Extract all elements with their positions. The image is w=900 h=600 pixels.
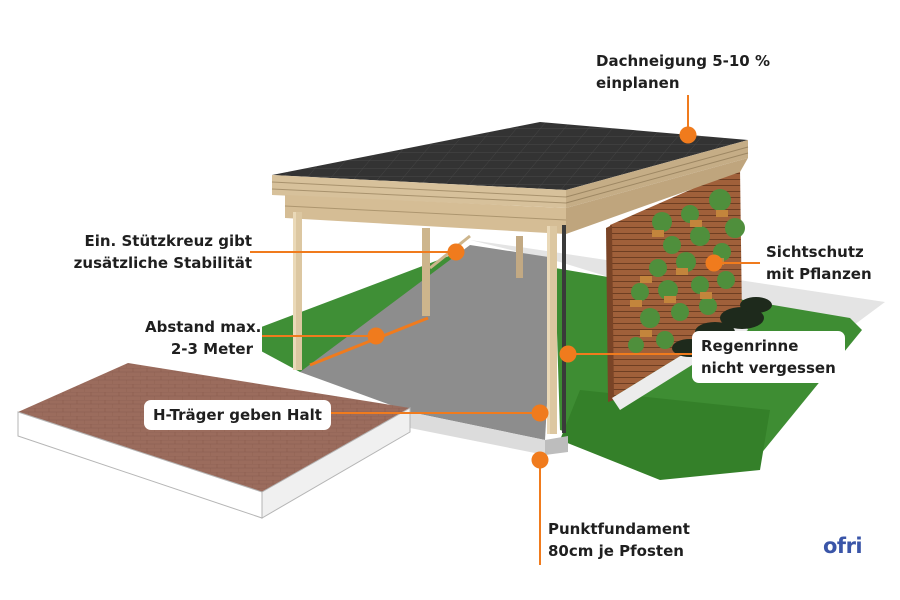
callout-roof-slope-line1: Dachneigung 5-10 %	[596, 52, 770, 70]
callout-spacing: Abstand max. 2-3 Meter	[136, 312, 262, 364]
callout-privacy-screen-line2: mit Pflanzen	[766, 265, 872, 283]
callout-spacing-line2: 2-3 Meter	[170, 340, 253, 358]
callout-roof-slope: Dachneigung 5-10 % einplanen	[596, 50, 770, 94]
callout-spacing-line1: Abstand max.	[145, 318, 262, 336]
concrete-slab	[300, 245, 568, 455]
callout-h-beam-line1: H-Träger geben Halt	[153, 406, 322, 424]
callout-cross-brace-line2: zusätzliche Stabilität	[73, 254, 252, 272]
ofri-logo: ofri	[823, 534, 863, 558]
callout-roof-slope-line2: einplanen	[596, 74, 680, 92]
callout-cross-brace: Ein. Stützkreuz gibt zusätzliche Stabili…	[62, 230, 252, 274]
callout-privacy-screen-line1: Sichtschutz	[766, 243, 864, 261]
carport-roof	[271, 122, 749, 234]
callout-gutter-line2: nicht vergessen	[701, 359, 836, 377]
front-posts	[293, 212, 566, 434]
callout-privacy-screen: Sichtschutz mit Pflanzen	[766, 241, 872, 285]
callout-cross-brace-line1: Ein. Stützkreuz gibt	[84, 232, 252, 250]
callout-markers	[367, 126, 723, 469]
callout-gutter-line1: Regenrinne	[701, 337, 799, 355]
callout-foundation: Punktfundament 80cm je Pfosten	[548, 518, 690, 562]
callout-foundation-line1: Punktfundament	[548, 520, 690, 538]
callout-foundation-line2: 80cm je Pfosten	[548, 542, 684, 560]
plant-cluster	[628, 189, 745, 353]
callout-h-beam: H-Träger geben Halt	[144, 400, 331, 430]
callout-gutter: Regenrinne nicht vergessen	[692, 331, 845, 383]
